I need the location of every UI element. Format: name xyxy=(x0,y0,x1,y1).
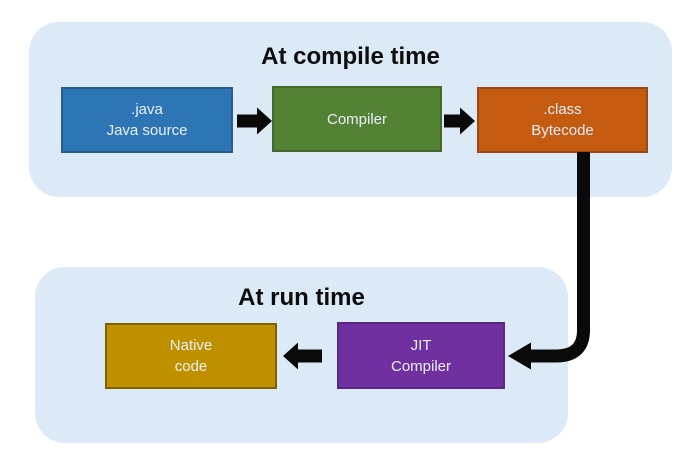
compiler-line1: Compiler xyxy=(326,110,387,128)
bytecode-box: .class Bytecode xyxy=(477,87,648,153)
java-source-line2: Java source xyxy=(106,122,188,139)
java-source-box: .java Java source xyxy=(61,87,233,153)
compile-time-title: At compile time xyxy=(261,43,440,70)
native-code-box: Native code xyxy=(105,323,277,389)
jit-compiler-line1: JIT xyxy=(410,336,432,354)
native-code-line2: code xyxy=(174,358,208,375)
bytecode-line2: Bytecode xyxy=(531,122,594,139)
jit-compiler-box: JIT Compiler xyxy=(337,322,505,389)
bytecode-line1: .class xyxy=(543,101,582,118)
compiler-box: Compiler xyxy=(272,86,442,152)
native-code-line1: Native xyxy=(169,337,213,354)
run-time-title: At run time xyxy=(238,284,365,311)
jit-compiler-line2: Compiler xyxy=(390,357,451,375)
java-source-line1: .java xyxy=(131,101,163,118)
